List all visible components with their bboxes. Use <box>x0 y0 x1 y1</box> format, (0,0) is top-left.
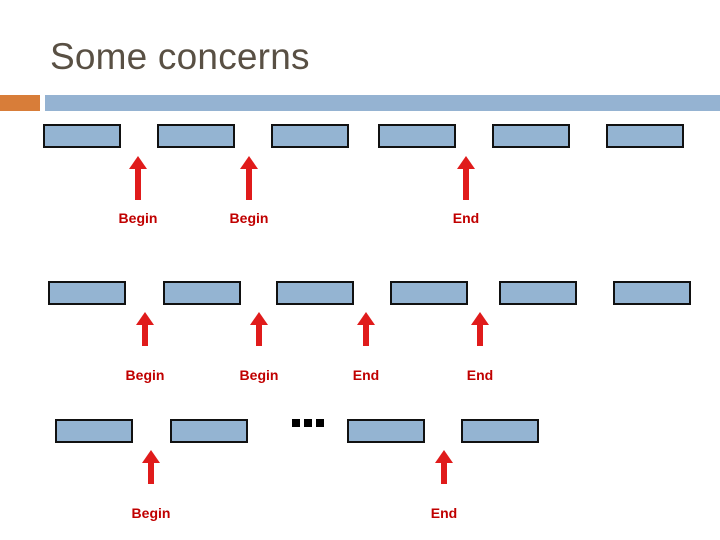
marker-label: Begin <box>229 210 269 226</box>
up-arrow-icon <box>240 156 258 200</box>
up-arrow-icon <box>457 156 475 200</box>
up-arrow-icon <box>142 450 160 484</box>
ellipsis-dot <box>304 419 312 427</box>
timeline-block <box>163 281 241 305</box>
timeline-block <box>499 281 577 305</box>
marker-label: Begin <box>118 210 158 226</box>
marker-label: Begin <box>239 367 279 383</box>
up-arrow-icon <box>129 156 147 200</box>
up-arrow-icon <box>435 450 453 484</box>
timeline-block <box>492 124 570 148</box>
timeline-block <box>613 281 691 305</box>
up-arrow-icon <box>250 312 268 346</box>
timeline-block <box>390 281 468 305</box>
timeline-block <box>606 124 684 148</box>
marker-label: Begin <box>131 505 171 521</box>
timeline-block <box>347 419 425 443</box>
timeline-block <box>461 419 539 443</box>
ellipsis-dot <box>316 419 324 427</box>
timeline-block <box>276 281 354 305</box>
timeline-block <box>170 419 248 443</box>
marker-label: End <box>352 367 380 383</box>
timeline-block <box>157 124 235 148</box>
marker-label: Begin <box>125 367 165 383</box>
timeline-block <box>55 419 133 443</box>
ellipsis-dot <box>292 419 300 427</box>
marker-label: End <box>452 210 480 226</box>
timeline-block <box>48 281 126 305</box>
divider-blue-bar <box>45 95 720 111</box>
marker-label: End <box>430 505 458 521</box>
timeline-block <box>271 124 349 148</box>
ellipsis-marker <box>292 419 324 429</box>
timeline-block <box>378 124 456 148</box>
page-title: Some concerns <box>50 36 310 77</box>
divider-orange-accent <box>0 95 40 111</box>
up-arrow-icon <box>136 312 154 346</box>
timeline-block <box>43 124 121 148</box>
marker-label: End <box>466 367 494 383</box>
up-arrow-icon <box>357 312 375 346</box>
title-divider <box>0 95 720 111</box>
up-arrow-icon <box>471 312 489 346</box>
